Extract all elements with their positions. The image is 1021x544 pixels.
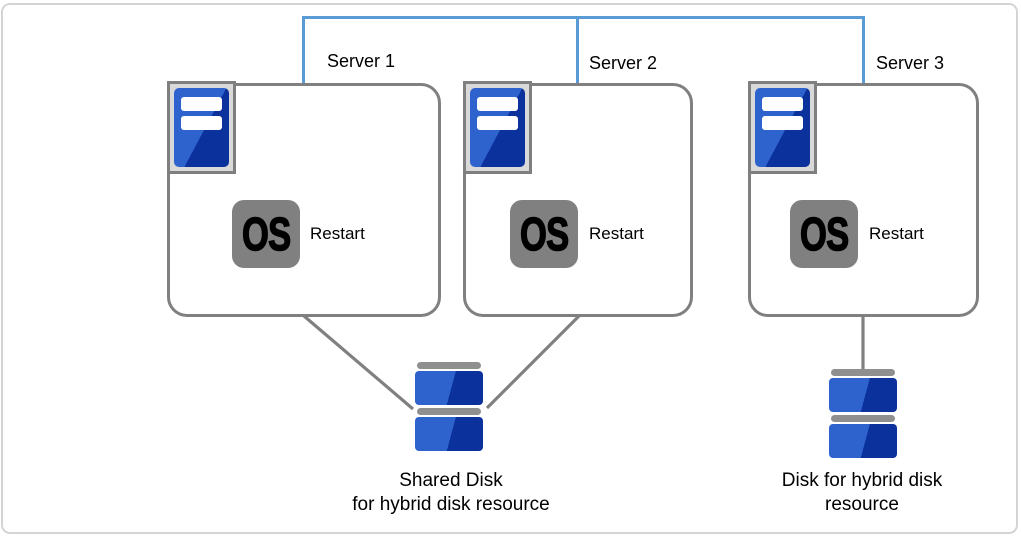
server-slot (181, 116, 222, 130)
server-3-label: Server 3 (876, 53, 945, 73)
disk-stack-icon (415, 362, 483, 451)
hybrid-disk-label-line2: resource (825, 494, 899, 515)
disk-platter (829, 424, 897, 458)
disk-stack-icon (829, 369, 897, 458)
server-1-restart-label: Restart (310, 224, 365, 243)
server-slot (477, 116, 518, 130)
connector-server1-shared-disk (302, 314, 415, 411)
server-tower-body (755, 88, 810, 167)
os-badge-text: OS (519, 207, 569, 261)
disk-cap (831, 369, 895, 376)
server-slot (762, 116, 803, 130)
os-badge-text: OS (241, 207, 291, 261)
server-tower-body (470, 88, 525, 167)
os-badge-text: OS (799, 207, 849, 261)
server-tower-body (174, 88, 229, 167)
disk-platter (415, 371, 483, 405)
disk-platter (415, 417, 483, 451)
disk-cap (417, 362, 481, 369)
server-1-label: Server 1 (327, 51, 396, 71)
connector-server2-shared-disk (485, 314, 581, 410)
server-slot (762, 97, 803, 111)
server-slot (477, 97, 518, 111)
server-2-restart-label: Restart (589, 224, 644, 243)
disk-platter (829, 378, 897, 412)
os-badge-icon: OS (510, 200, 578, 268)
shared-disk-label: Shared Disk for hybrid disk resource (316, 469, 586, 517)
network-line-server1-server3 (302, 16, 865, 84)
server-tower-icon (463, 81, 532, 174)
server-2-label: Server 2 (589, 53, 658, 73)
disk-cap (417, 408, 481, 415)
shared-disk-label-line2: for hybrid disk resource (352, 494, 550, 515)
server-3-restart-label: Restart (869, 224, 924, 243)
server-slot (181, 97, 222, 111)
server-tower-icon (748, 81, 817, 174)
disk-cap (831, 415, 895, 422)
os-badge-icon: OS (232, 200, 300, 268)
shared-disk-label-line1: Shared Disk (399, 470, 503, 491)
server-2-box (463, 83, 693, 317)
os-badge-icon: OS (790, 200, 858, 268)
hybrid-disk-label-line1: Disk for hybrid disk (781, 470, 943, 491)
hybrid-disk-label: Disk for hybrid disk resource (737, 469, 987, 517)
canvas-border (1, 3, 1018, 534)
server-tower-icon (167, 81, 236, 174)
